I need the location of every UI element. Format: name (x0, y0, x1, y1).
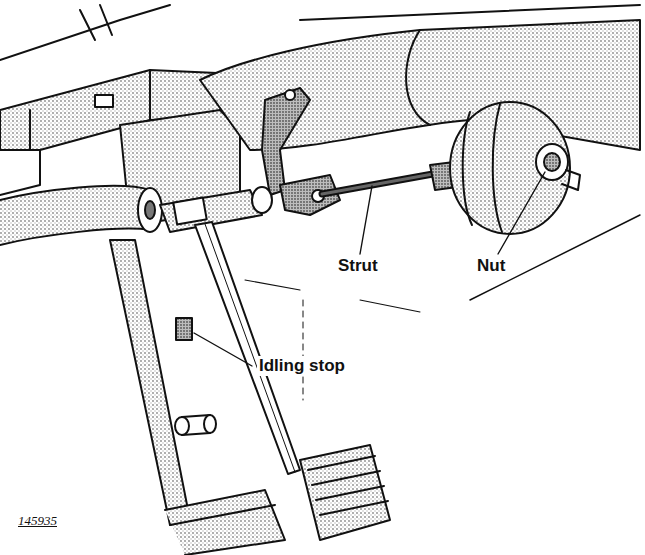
part-label: Nut (475, 256, 507, 276)
figure-number: 145935 (16, 514, 59, 529)
part-label: Strut (336, 256, 380, 276)
part-label: Idling stop (257, 356, 347, 376)
